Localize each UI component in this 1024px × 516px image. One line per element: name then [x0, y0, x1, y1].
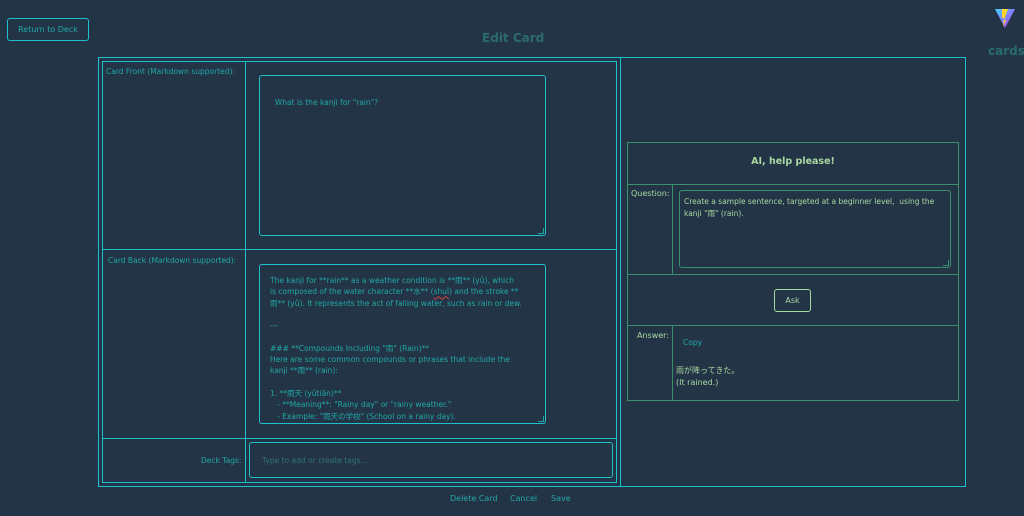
ai-question-text: Create a sample sentence, targeted at a …	[684, 197, 935, 218]
card-front-textarea[interactable]: What is the kanji for "rain"?	[259, 75, 546, 236]
resize-handle-icon[interactable]	[538, 416, 544, 422]
card-back-text: The kanji for **rain** as a weather cond…	[270, 276, 515, 297]
ai-answer-text: 雨が降ってきた。 (It rained.)	[676, 366, 740, 387]
app-logo-text: cards	[988, 44, 1024, 58]
ai-panel-title: AI, help please!	[751, 156, 835, 167]
card-front-text: What is the kanji for "rain"?	[274, 98, 379, 108]
save-button[interactable]: Save	[551, 494, 571, 503]
tags-placeholder: Type to add or create tags...	[262, 455, 368, 465]
ask-button[interactable]: Ask	[774, 289, 811, 312]
ai-help-panel	[627, 142, 959, 401]
copy-button[interactable]: Copy	[683, 338, 703, 347]
resize-handle-icon[interactable]	[943, 260, 949, 266]
ai-row-divider	[627, 184, 959, 185]
panel-divider	[620, 57, 621, 487]
deck-tags-label: Deck Tags:	[201, 456, 242, 465]
editor-frame	[98, 57, 966, 487]
return-to-deck-button[interactable]: Return to Deck	[7, 18, 89, 41]
card-back-text-continued: ) and the stroke ** 雨** (yǔ). It represe…	[270, 287, 522, 421]
ai-column-divider	[672, 325, 673, 401]
column-divider	[245, 61, 246, 483]
card-back-textarea[interactable]: The kanji for **rain** as a weather cond…	[259, 264, 546, 424]
vite-logo-icon	[995, 9, 1015, 28]
page-title: Edit Card	[482, 31, 545, 45]
ai-question-textarea[interactable]: Create a sample sentence, targeted at a …	[679, 190, 951, 268]
question-label: Question:	[631, 189, 670, 198]
delete-card-button[interactable]: Delete Card	[450, 494, 498, 503]
card-form-panel	[102, 61, 617, 483]
ai-column-divider	[672, 184, 673, 274]
ai-row-divider	[627, 274, 959, 275]
deck-tags-input[interactable]: Type to add or create tags...	[249, 442, 613, 478]
card-front-label: Card Front (Markdown supported):	[106, 67, 235, 76]
row-divider	[102, 249, 617, 250]
row-divider	[102, 438, 617, 439]
ai-row-divider	[627, 325, 959, 326]
answer-label: Answer:	[637, 331, 670, 340]
spellcheck-word: shuǐ	[433, 287, 450, 297]
cancel-button[interactable]: Cancel	[510, 494, 538, 503]
card-back-label: Card Back (Markdown supported):	[108, 256, 237, 265]
resize-handle-icon[interactable]	[538, 228, 544, 234]
